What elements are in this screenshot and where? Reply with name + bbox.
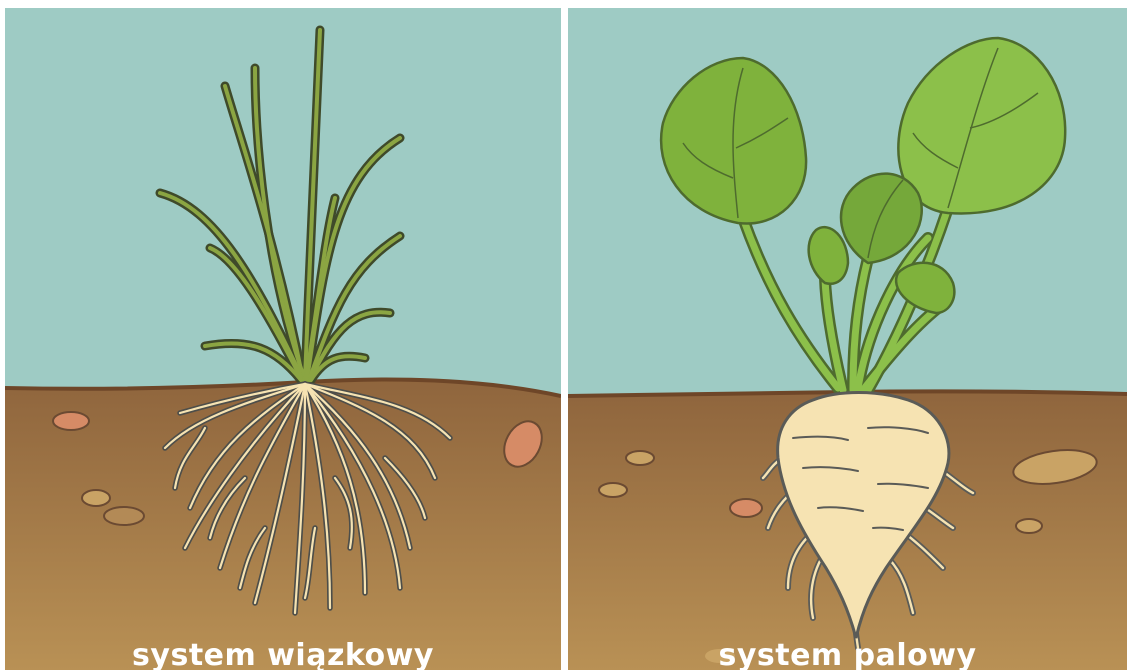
stone (82, 490, 110, 506)
stone (626, 451, 654, 465)
fibrous-root-illustration (5, 8, 561, 670)
taproot-illustration (568, 8, 1127, 670)
fibrous-root-caption: system wiązkowy (5, 638, 561, 670)
stone (1016, 519, 1042, 533)
stone (599, 483, 627, 497)
stone (730, 499, 762, 517)
taproot-panel: system palowy (568, 8, 1127, 670)
taproot-caption: system palowy (568, 638, 1127, 670)
stone (104, 507, 144, 525)
stone (53, 412, 89, 430)
fibrous-root-panel: system wiązkowy (5, 8, 561, 670)
